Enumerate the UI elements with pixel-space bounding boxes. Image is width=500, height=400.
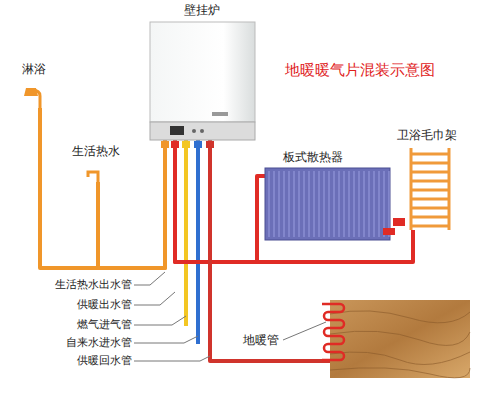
leader-line (134, 356, 210, 361)
radiator-fin (354, 171, 355, 237)
pipe-label: 生活热水出水管 (55, 278, 132, 291)
pipe-label: 燃气进气管 (77, 318, 132, 331)
towel-rack: 卫浴毛巾架 (405, 148, 455, 230)
radiator-fin (349, 171, 350, 237)
boiler-unit: 壁挂炉 (150, 22, 255, 140)
rack-bar (411, 153, 449, 156)
floor-heating-shape (330, 300, 470, 378)
leader-line (134, 292, 175, 305)
valve (206, 141, 214, 148)
rack-bar (411, 189, 449, 192)
radiator-body (265, 168, 390, 240)
node-label: 地暖管 (243, 333, 279, 347)
radiator-fin (289, 171, 290, 237)
rack-bar (411, 171, 449, 174)
radiator-fin (379, 171, 380, 237)
radiator-fin (374, 171, 375, 237)
boiler-panel (150, 122, 255, 140)
panel-radiator-shape (265, 168, 390, 240)
radiator-fin (284, 171, 285, 237)
wood-grain (330, 368, 470, 378)
pipe-connector (175, 140, 265, 262)
radiator-valve (383, 228, 395, 235)
node-label: 生活热水 (72, 144, 120, 158)
rack-bar (411, 162, 449, 165)
radiator-fin (319, 171, 320, 237)
rack-bar (411, 207, 449, 210)
rack-bar (411, 198, 449, 201)
radiator-fin (384, 171, 385, 237)
wood-grain (330, 331, 470, 345)
cold-water-pipe (196, 140, 200, 344)
wood-grain (330, 352, 470, 365)
radiator-fin (274, 171, 275, 237)
radiator-fin (309, 171, 310, 237)
faucet (88, 172, 98, 182)
radiator-fin (329, 171, 330, 237)
pipe-connector (40, 108, 165, 268)
rack-bar (411, 180, 449, 183)
valve (182, 141, 190, 148)
leader-line (134, 336, 198, 343)
radiator-fin (294, 171, 295, 237)
wood-floor (330, 300, 470, 378)
node-label: 板式散热器 (283, 150, 343, 164)
leader-line (283, 322, 326, 340)
pipe-label: 自来水进水管 (66, 336, 132, 349)
pipe-label: 供暖回水管 (77, 354, 132, 367)
radiator-fin (364, 171, 365, 237)
boiler-body (150, 22, 255, 122)
radiator-fin (334, 171, 335, 237)
radiator-fin (299, 171, 300, 237)
radiator-fin (369, 171, 370, 237)
boiler-display (170, 126, 184, 135)
rack-bar (411, 225, 449, 228)
leader-line (134, 316, 186, 325)
shower-head (24, 88, 38, 96)
shower-outlet: 淋浴 (18, 62, 62, 108)
node-label: 淋浴 (22, 62, 46, 76)
valve (161, 141, 169, 148)
radiator-fin (359, 171, 360, 237)
pipe-connector (98, 140, 165, 268)
wood-grain (330, 311, 470, 323)
radiator-fin (344, 171, 345, 237)
rack-valve (393, 218, 405, 226)
boiler-logo (212, 112, 228, 116)
radiator-fin (279, 171, 280, 237)
hot-water-tap: 生活热水 (72, 144, 128, 182)
radiator-fin (339, 171, 340, 237)
valve (171, 141, 179, 148)
floor-heating-coil (322, 304, 344, 360)
radiator-fin (304, 171, 305, 237)
floor-heating: 地暖管 (330, 300, 470, 378)
boiler-button (192, 129, 196, 133)
node-label: 壁挂炉 (184, 3, 220, 17)
diagram-title: 地暖暖气片混装示意图 (285, 61, 435, 79)
node-label: 卫浴毛巾架 (397, 128, 457, 142)
leader-line (134, 272, 165, 285)
radiator-fin (324, 171, 325, 237)
radiator-fin (314, 171, 315, 237)
boiler-unit-shape (150, 22, 255, 140)
towel-rack-shape (405, 148, 455, 230)
panel-radiator: 板式散热器 (265, 168, 390, 240)
pipe-label: 供暖出水管 (77, 298, 132, 311)
radiator-fin (389, 171, 390, 237)
valve (194, 141, 202, 148)
rack-bar (411, 216, 449, 219)
radiator-fin (269, 171, 270, 237)
gas-pipe (184, 140, 188, 326)
boiler-button (200, 129, 204, 133)
valve-caps (161, 141, 214, 148)
